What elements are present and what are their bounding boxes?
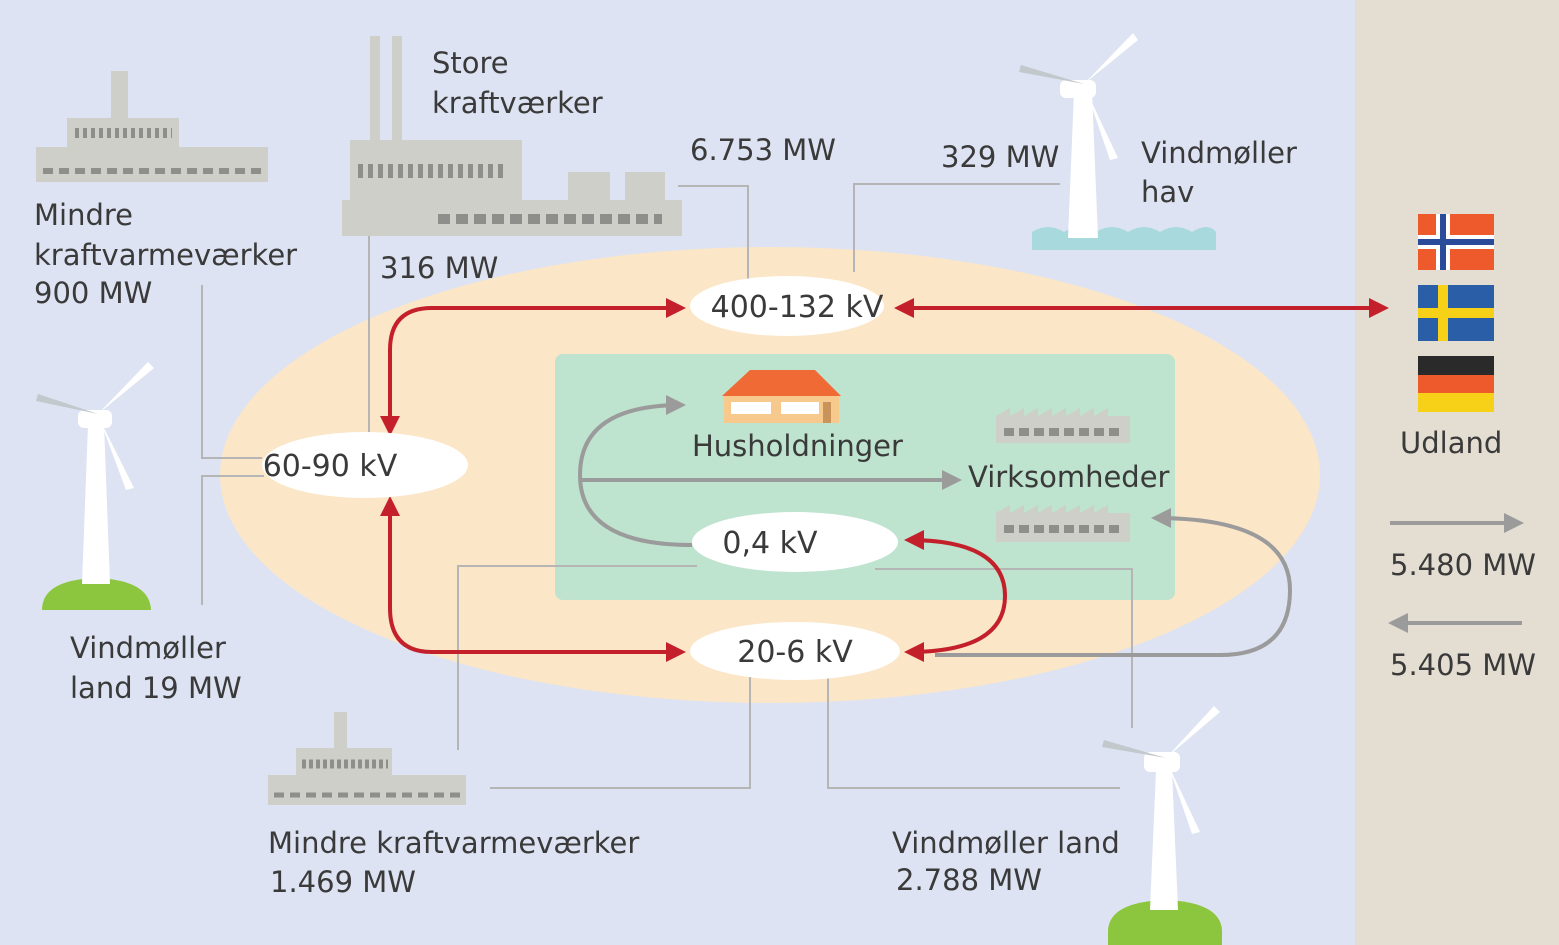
- house-icon: [722, 370, 841, 423]
- node-label: 60-90 kV: [263, 449, 398, 484]
- mindre-bottom-capacity: 1.469 MW: [270, 865, 416, 899]
- vind-land-bottom-capacity: 2.788 MW: [896, 863, 1042, 897]
- udland-label: Udland: [1400, 426, 1502, 460]
- leader-lines: [201, 183, 1133, 789]
- node-label: 20-6 kV: [737, 635, 853, 670]
- factory-icon: [268, 712, 466, 805]
- node-60-90kv: 60-90 kV: [262, 432, 468, 498]
- mindre-bottom-label: Mindre kraftvarmeværker: [268, 826, 639, 860]
- node-20-6kv: 20-6 kV: [690, 622, 900, 680]
- husholdninger-label: Husholdninger: [692, 429, 903, 463]
- vind-land-left-label-1: Vindmøller: [70, 631, 226, 665]
- export-capacity: 5.480 MW: [1390, 548, 1536, 582]
- node-label: 400-132 kV: [711, 290, 884, 325]
- labels: Store kraftværker 6.753 MW 316 MW Mindre…: [34, 46, 1536, 899]
- store-kraftvaerker-capacity-low: 316 MW: [380, 251, 498, 285]
- store-kraftvaerker-capacity: 6.753 MW: [690, 133, 836, 167]
- side-panel: [1355, 0, 1559, 945]
- vind-hav-label-2: hav: [1141, 175, 1194, 209]
- node-400-132kv: 400-132 kV: [690, 276, 884, 336]
- import-capacity: 5.405 MW: [1390, 648, 1536, 682]
- wind-turbine-icon: [1019, 33, 1216, 250]
- vind-land-left-label-2: land 19 MW: [70, 671, 242, 705]
- transmission-arrows: [380, 298, 1389, 662]
- virksomheder-label: Virksomheder: [968, 460, 1170, 494]
- germany-flag-icon: [1418, 356, 1494, 412]
- store-kraftvaerker-label-2: kraftværker: [432, 86, 603, 120]
- factory-icon: [996, 408, 1130, 443]
- store-kraftvaerker-label-1: Store: [432, 46, 509, 80]
- norway-flag-icon: [1418, 214, 1494, 270]
- factory-icon: [36, 71, 268, 182]
- node-0-4kv: 0,4 kV: [692, 512, 898, 572]
- vind-hav-label-1: Vindmøller: [1141, 136, 1297, 170]
- factory-icon: [996, 505, 1130, 542]
- wind-turbine-icon: [36, 362, 154, 610]
- vind-hav-capacity: 329 MW: [941, 140, 1059, 174]
- mindre-top-capacity: 900 MW: [34, 276, 152, 310]
- wind-turbine-icon: [1102, 706, 1222, 945]
- power-plant-icon: [342, 36, 682, 236]
- vind-land-bottom-label: Vindmøller land: [892, 826, 1120, 860]
- sweden-flag-icon: [1418, 285, 1494, 341]
- mindre-top-label-1: Mindre: [34, 198, 133, 232]
- mindre-top-label-2: kraftvarmeværker: [34, 238, 297, 272]
- node-label: 0,4 kV: [722, 526, 818, 561]
